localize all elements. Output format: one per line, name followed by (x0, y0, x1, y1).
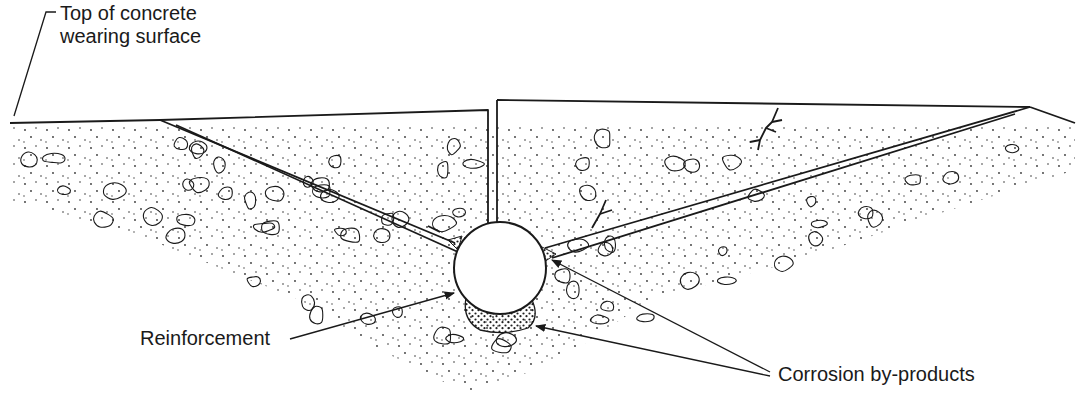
aggregate-stone (183, 179, 194, 190)
aggregate-stone (492, 339, 512, 353)
aggregate-stone (244, 192, 255, 209)
aggregate-stone (144, 207, 163, 225)
aggregate-stone (601, 301, 614, 311)
aggregate-stone (58, 186, 71, 195)
aggregate-stone (94, 211, 114, 227)
aggregate-stone (594, 129, 609, 148)
aggregate-stone (453, 208, 466, 217)
aggregate-stone (576, 158, 589, 171)
aggregate-stone (166, 228, 185, 243)
aggregate-stone (717, 277, 736, 284)
aggregate-stone (214, 157, 226, 173)
aggregate-stone (637, 314, 654, 322)
aggregate-stone (103, 183, 126, 200)
aggregate-stone (567, 281, 579, 298)
aggregate-stone (811, 220, 827, 227)
aggregate-stone (496, 333, 516, 347)
aggregate (21, 129, 1019, 353)
surface-label: Top of concrete wearing surface (58, 2, 237, 48)
aggregate-stone (665, 156, 685, 171)
aggregate-stone (334, 228, 346, 235)
aggregate-stone (463, 159, 484, 168)
part-label: Reinforcement (138, 327, 272, 350)
aggregate-stone (684, 159, 700, 172)
aggregate-stone (191, 144, 203, 159)
aggregate-stone (943, 172, 959, 184)
spall-outline (10, 100, 1075, 258)
aggregate-stone (189, 178, 209, 193)
aggregate-stone (447, 139, 460, 155)
aggregate-stone (446, 334, 464, 342)
aggregate-stone (374, 229, 390, 243)
aggregate-stone (247, 277, 260, 287)
aggregate-stone (807, 197, 816, 207)
aggregate-stone (555, 269, 570, 283)
aggregate-stone (590, 315, 608, 324)
aggregate-stone (580, 185, 596, 200)
aggregate-stone (1006, 145, 1019, 153)
leader-line (14, 12, 770, 376)
aggregate-stone (438, 161, 448, 177)
aggregate-stone (302, 295, 315, 311)
aggregate-stone (329, 155, 341, 167)
aggregate-stone (809, 232, 823, 246)
aggregate-stone (253, 223, 274, 232)
part-label: Corrosion by-products (776, 363, 977, 386)
aggregate-stone (858, 207, 873, 219)
aggregate-stone (189, 141, 206, 154)
aggregate-stone (21, 152, 37, 167)
aggregate-stone (174, 137, 188, 149)
reinforcement-bar (454, 222, 546, 314)
concrete-stipple (10, 125, 1075, 395)
aggregate-stone (719, 247, 727, 256)
aggregate-stone (218, 187, 232, 199)
aggregate-stone (905, 175, 920, 185)
aggregate-stone (680, 272, 699, 289)
aggregate-stone (775, 256, 794, 271)
aggregate-stone (722, 155, 741, 170)
aggregate-stone (43, 153, 65, 163)
aggregate-stone (177, 214, 195, 225)
aggregate-stone (266, 186, 284, 201)
